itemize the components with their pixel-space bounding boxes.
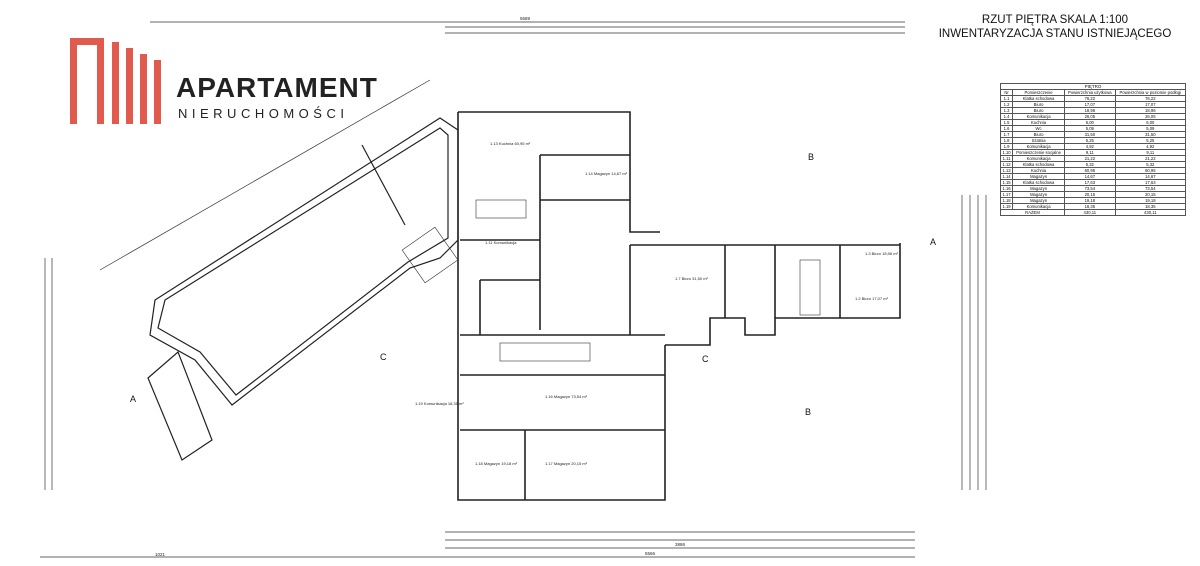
table-cell: 1.13	[999, 167, 1014, 174]
brand-name: APARTAMENT	[176, 72, 378, 103]
table-cell: 1.17	[999, 191, 1014, 198]
room-label: 1.3 Biuro 18,96 m²	[865, 251, 899, 256]
total-value: 430,11	[1064, 209, 1116, 216]
table-cell: 1.15	[999, 179, 1014, 186]
drawing-title: RZUT PIĘTRA SKALA 1:100 INWENTARYZACJA S…	[930, 13, 1180, 41]
dim-label: 1021	[155, 552, 166, 557]
room-label: 1.14 Magazyn 14,67 m²	[585, 171, 628, 176]
dim-label: 5689	[520, 16, 531, 21]
section-marker: C	[380, 352, 387, 362]
section-marker: A	[130, 394, 136, 404]
room-label: 1.17 Magazyn 20,15 m²	[545, 461, 588, 466]
room-label: 1.2 Biuro 17,07 m²	[855, 296, 889, 301]
section-marker: C	[702, 354, 709, 364]
section-marker: B	[805, 407, 811, 417]
brand-subtitle: NIERUCHOMOŚCI	[178, 106, 349, 121]
table-cell: 1.10	[999, 149, 1014, 156]
dim-label: 3886	[675, 542, 686, 547]
dim-label: 5566	[645, 551, 656, 556]
table-cell: 1.16	[999, 185, 1014, 192]
table-cell: 1.19	[999, 203, 1014, 210]
col-header: Powierzchnia użytkowa	[1064, 89, 1116, 96]
room-label: 1.19 Komunikacja 18,35 m²	[415, 401, 464, 406]
room-schedule-table: PIĘTRO Nr Pomieszczenie Powierzchnia uży…	[999, 83, 1187, 216]
title-line-2: INWENTARYZACJA STANU ISTNIEJĄCEGO	[938, 28, 1172, 40]
table-cell: 1.14	[999, 173, 1014, 180]
title-line-1: RZUT PIĘTRA SKALA 1:100	[981, 14, 1129, 26]
section-marker: B	[808, 152, 814, 162]
table-cell: Pomieszczenie socjalne	[1012, 149, 1065, 156]
room-label: 1.11 Komunikacja	[485, 240, 517, 245]
room-label: 1.13 Kuchnia 60,95 m²	[490, 141, 531, 146]
table-cell: 1.12	[999, 161, 1014, 168]
room-label: 1.18 Magazyn 19,18 m²	[475, 461, 518, 466]
table-cell: 1.18	[999, 197, 1014, 204]
section-marker: A	[930, 237, 936, 247]
total-value: 430,11	[1114, 209, 1187, 216]
room-label: 1.16 Magazyn 73,54 m²	[545, 394, 588, 399]
total-label: RAZEM	[1000, 209, 1065, 216]
apartament-logo-icon	[70, 38, 161, 124]
col-header: Powierzchnia w poziomie podłogi	[1114, 89, 1187, 96]
room-label: 1.7 Biuro 31,50 m²	[675, 276, 709, 281]
